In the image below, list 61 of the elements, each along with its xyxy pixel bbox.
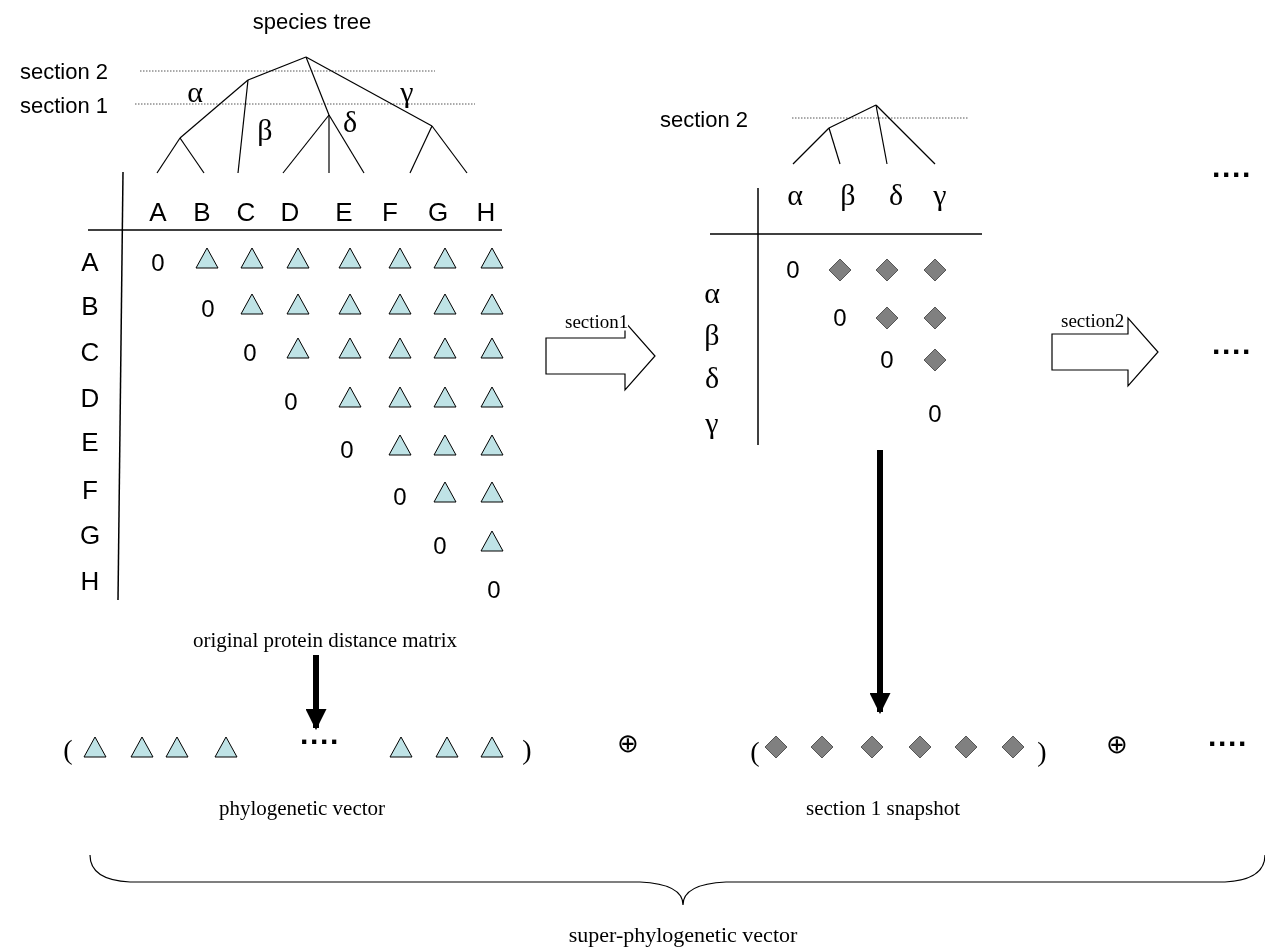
branch-label: β [257,115,273,145]
node-label: phylogenetic vector [218,797,386,819]
caption: super-phylogenetic vector [568,924,798,946]
row-header: E [81,429,99,455]
arrow [869,450,891,715]
node-label: section 1 snapshot [806,797,960,819]
ellipsis: ···· [1212,160,1252,190]
matrix-value: 0 [284,390,298,414]
parenthesis: ( [750,738,760,766]
section-label: section 1 [19,95,109,117]
column-header: γ [933,180,947,210]
parenthesis: ) [522,736,532,764]
branch-label: α [187,77,203,107]
row-header: δ [704,363,720,393]
ellipsis: ···· [1212,337,1252,367]
arrow [305,655,327,731]
section-label: section 2 [659,109,749,131]
column-header: A [149,199,167,225]
branch-label: δ [342,107,358,137]
matrix-value: 0 [243,341,257,365]
parenthesis: ( [63,736,73,764]
row-header: γ [705,408,719,438]
matrix-value: 0 [786,258,800,282]
section-label: section 2 [19,61,109,83]
branch-label: γ [400,77,414,107]
row-header: F [82,477,98,503]
direct-sum-symbol: ⊕ [1106,732,1128,758]
column-header: β [840,180,856,210]
direct-sum-symbol: ⊕ [617,731,639,757]
matrix-value: 0 [340,438,354,462]
column-header: E [335,199,353,225]
row-header: α [704,278,720,308]
row-header: D [80,385,100,411]
row-header: C [80,339,100,365]
column-header: B [193,199,211,225]
column-header: C [236,199,256,225]
column-header: H [476,199,496,225]
row-header: H [80,568,100,594]
matrix-value: 0 [880,348,894,372]
matrix-value: 0 [928,402,942,426]
row-header: B [81,293,99,319]
parenthesis: ) [1037,738,1047,766]
row-header: β [704,320,720,350]
ellipsis: ···· [1208,729,1248,759]
title: species tree [252,11,372,33]
column-header: G [427,199,449,225]
row-header: G [79,522,101,548]
matrix-value: 0 [151,251,165,275]
node-label: original protein distance matrix [192,629,458,651]
column-header: D [280,199,300,225]
row-header: A [81,249,99,275]
column-header: δ [888,180,904,210]
ellipsis: ···· [300,727,340,757]
block-arrow [1051,316,1159,388]
matrix-value: 0 [487,578,501,602]
matrix-value: 0 [201,297,215,321]
matrix-value: 0 [433,534,447,558]
matrix-value: 0 [833,306,847,330]
matrix-value: 0 [393,485,407,509]
column-header: F [382,199,398,225]
column-header: α [787,180,803,210]
